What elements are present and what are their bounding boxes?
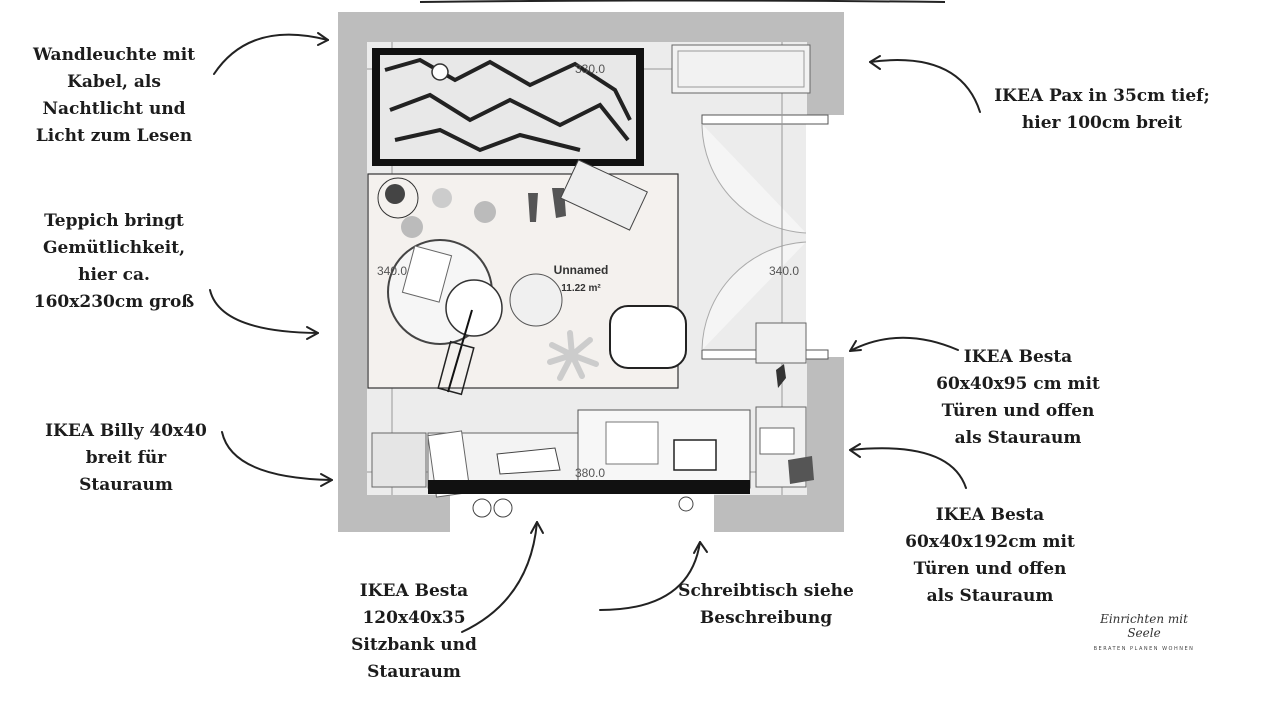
sneakers xyxy=(528,188,566,222)
dim-bottom: 380.0 xyxy=(575,466,605,480)
stool-2 xyxy=(493,498,513,518)
stacked-books xyxy=(788,456,814,484)
arrow-besta-95 xyxy=(849,336,959,352)
arrow-rug xyxy=(209,289,319,334)
right-door-opening xyxy=(806,115,844,357)
throw-blanket xyxy=(560,159,648,231)
label-wall-lamp: Wandleuchte mit Kabel, als Nachtlicht un… xyxy=(32,45,196,146)
label-rug: Teppich bringt Gemütlichkeit, hier ca. 1… xyxy=(33,211,195,312)
dim-left: 340.0 xyxy=(377,264,407,278)
room-area: 11.22 m² xyxy=(561,283,601,294)
label-pax: IKEA Pax in 35cm tief; hier 100cm breit xyxy=(994,86,1210,133)
arrow-besta-bench xyxy=(461,521,538,633)
room-name: Unnamed xyxy=(554,263,609,277)
bed-linen-pattern xyxy=(384,57,632,153)
door-swing-upper xyxy=(701,123,807,234)
rug-dot-3 xyxy=(401,216,423,238)
bench-blanket xyxy=(496,447,561,475)
flower-decor xyxy=(547,330,599,381)
label-besta-192: IKEA Besta 60x40x192cm mit Türen und off… xyxy=(905,505,1075,606)
logo-script: Einrichten mit Seele xyxy=(1100,612,1188,640)
label-desk: Schreibtisch siehe Beschreibung xyxy=(678,581,854,628)
laptop xyxy=(673,439,717,471)
stool-3 xyxy=(678,496,694,512)
long-shelf-base xyxy=(428,480,750,494)
bottom-door-opening xyxy=(450,494,714,532)
arrow-wall-lamp xyxy=(213,33,329,75)
label-billy: IKEA Billy 40x40 breit für Stauraum xyxy=(45,421,207,495)
dim-right: 340.0 xyxy=(769,264,799,278)
billy-shelf xyxy=(371,432,427,488)
pax-wardrobe xyxy=(671,44,811,94)
desk-item-box xyxy=(605,421,659,465)
door-swing-lower xyxy=(701,241,807,351)
besta-60x40x95 xyxy=(755,322,807,364)
armchair-pillow xyxy=(401,245,453,303)
label-besta-95: IKEA Besta 60x40x95 cm mit Türen und off… xyxy=(936,347,1100,448)
plant xyxy=(377,177,419,219)
desk-chair xyxy=(609,305,687,369)
brand-logo: Einrichten mit Seele BERATEN PLANEN WOHN… xyxy=(1088,612,1200,652)
round-rug-table xyxy=(509,273,563,327)
door-leaf-upper xyxy=(701,114,829,125)
arrow-pax xyxy=(869,59,981,113)
rug-dot-1 xyxy=(474,201,496,223)
arrow-besta-192 xyxy=(849,447,967,489)
rug-dot-2 xyxy=(432,188,452,208)
logo-tagline: BERATEN PLANEN WOHNEN xyxy=(1093,646,1195,652)
top-sketch-line xyxy=(419,0,946,3)
arrow-desk xyxy=(599,541,701,611)
side-table xyxy=(445,279,503,337)
label-besta-bench: IKEA Besta 120x40x35 Sitzbank und Staura… xyxy=(351,581,477,682)
besta-decor-figure xyxy=(776,364,786,388)
arrow-billy xyxy=(221,431,333,481)
wall-lamp xyxy=(431,63,449,81)
floor-lamp xyxy=(447,309,473,393)
stool-1 xyxy=(472,498,492,518)
dim-top: 330.0 xyxy=(575,62,605,76)
